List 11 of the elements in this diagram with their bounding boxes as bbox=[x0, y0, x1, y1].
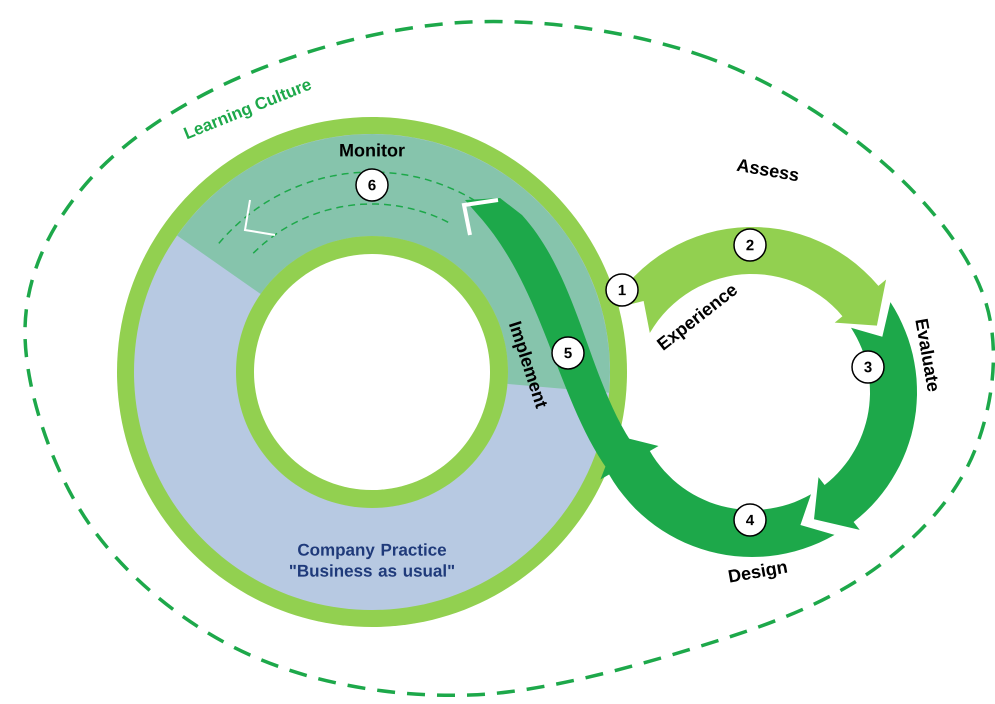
step-number: 3 bbox=[851, 350, 885, 384]
step-label: Monitor bbox=[340, 143, 405, 157]
step-number: 1 bbox=[605, 273, 639, 307]
step-label: Design bbox=[728, 563, 788, 583]
step-number: 5 bbox=[551, 336, 585, 370]
ring-label: Company Practice "Business as usual" bbox=[290, 543, 454, 577]
step-number: 6 bbox=[355, 168, 389, 202]
step-label: Assess bbox=[736, 159, 798, 181]
step-number: 4 bbox=[733, 503, 767, 537]
step-number: 2 bbox=[733, 228, 767, 262]
step-label: Evaluate bbox=[915, 318, 938, 392]
